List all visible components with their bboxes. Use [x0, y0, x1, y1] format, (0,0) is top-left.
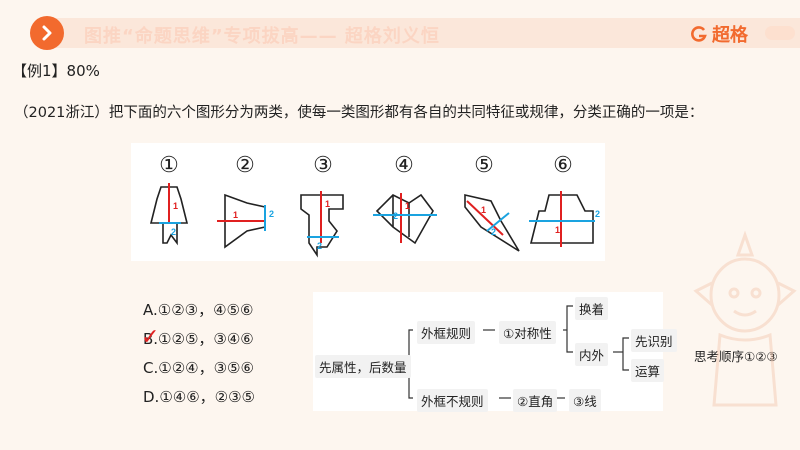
answer-options: A.①②③，④⑤⑥ ✓ B.①②⑤，③④⑥ C.①②④，③⑤⑥ D.①④⑥，②③…	[141, 296, 256, 412]
option-d[interactable]: D.①④⑥，②③⑤	[143, 388, 256, 406]
figure-1-label-red: 1	[173, 201, 178, 211]
option-b[interactable]: B.①②⑤，③④⑥	[143, 330, 254, 348]
figure-2-label-blue: 2	[269, 209, 274, 219]
flow-line: ③线	[569, 389, 601, 412]
mascot-watermark-icon	[693, 230, 797, 407]
figure-label-5: ⑤	[474, 152, 494, 177]
figure-5-label-blue: 2	[491, 227, 496, 237]
figure-4-shape	[375, 193, 434, 245]
figure-5-label-red: 1	[481, 205, 486, 215]
figure-5-red-line	[466, 200, 504, 236]
figure-label-6: ⑥	[553, 152, 573, 177]
figures-svg: ① ② ③ ④ ⑤ ⑥	[149, 152, 600, 258]
figure-4-label-red: 1	[405, 201, 410, 211]
header-bar: 图推“命题思维”专项拔高—— 超格刘义恒 超格	[0, 0, 800, 68]
figure-1-label-blue: 2	[171, 227, 176, 237]
flow-inner-outer: 内外	[575, 343, 609, 366]
thinking-flowchart: 先属性，后数量 外框规则 ①对称性 换着 内外 先识别 运算 外框不规则 ②直角…	[313, 292, 677, 412]
flow-swap: 换着	[575, 297, 609, 320]
figure-3-shape	[300, 194, 344, 258]
flow-root: 先属性，后数量	[315, 355, 411, 378]
figure-label-2: ②	[235, 152, 255, 177]
figure-5-blue-line	[486, 212, 510, 232]
figure-3-label-red: 1	[325, 199, 330, 209]
figure-4-inner	[392, 195, 410, 237]
figure-label-3: ③	[313, 152, 333, 177]
option-a[interactable]: A.①②③，④⑤⑥	[143, 301, 254, 319]
flow-irregular-frame: 外框不规则	[417, 389, 488, 412]
next-button[interactable]	[30, 16, 64, 50]
figure-6-shape	[529, 194, 594, 244]
flow-regular-frame: 外框规则	[417, 321, 476, 344]
figure-2-label-red: 1	[233, 210, 238, 220]
figure-label-4: ④	[394, 152, 414, 177]
header-decoration	[765, 26, 795, 40]
figure-panel: ① ② ③ ④ ⑤ ⑥	[131, 143, 605, 261]
chevron-right-icon	[42, 25, 52, 41]
question-text: （2021浙江）把下面的六个图形分为两类，使每一类图形都有各自的共同特征或规律，…	[14, 105, 704, 121]
flowchart-lines	[405, 305, 629, 399]
figure-5-shape	[464, 193, 520, 252]
flow-right-angle: ②直角	[513, 389, 558, 412]
option-c[interactable]: C.①②④，③⑤⑥	[143, 359, 254, 377]
figure-label-1: ①	[159, 152, 179, 177]
header-band	[30, 18, 800, 48]
flow-identify-first: 先识别	[631, 329, 677, 352]
logo-icon	[691, 26, 707, 42]
course-title: 图推“命题思维”专项拔高—— 超格刘义恒	[84, 26, 440, 47]
correct-check-icon: ✓	[141, 325, 160, 350]
figure-4-label-blue: 2	[393, 211, 398, 221]
brand-logo: 超格	[690, 21, 748, 47]
option-b-wrap[interactable]: ✓ B.①②⑤，③④⑥	[141, 325, 255, 354]
figure-6-label-red: 1	[555, 225, 560, 235]
figure-1-shape	[149, 186, 189, 246]
flow-symmetry: ①对称性	[499, 321, 556, 344]
figure-3-label-blue: 2	[317, 241, 322, 251]
logo-text: 超格	[712, 25, 748, 46]
example-label: 【例1】80%	[12, 62, 100, 80]
figure-6-label-blue: 2	[595, 209, 600, 219]
flow-order: 思考顺序①②③	[694, 349, 778, 364]
flow-compute: 运算	[631, 359, 665, 382]
